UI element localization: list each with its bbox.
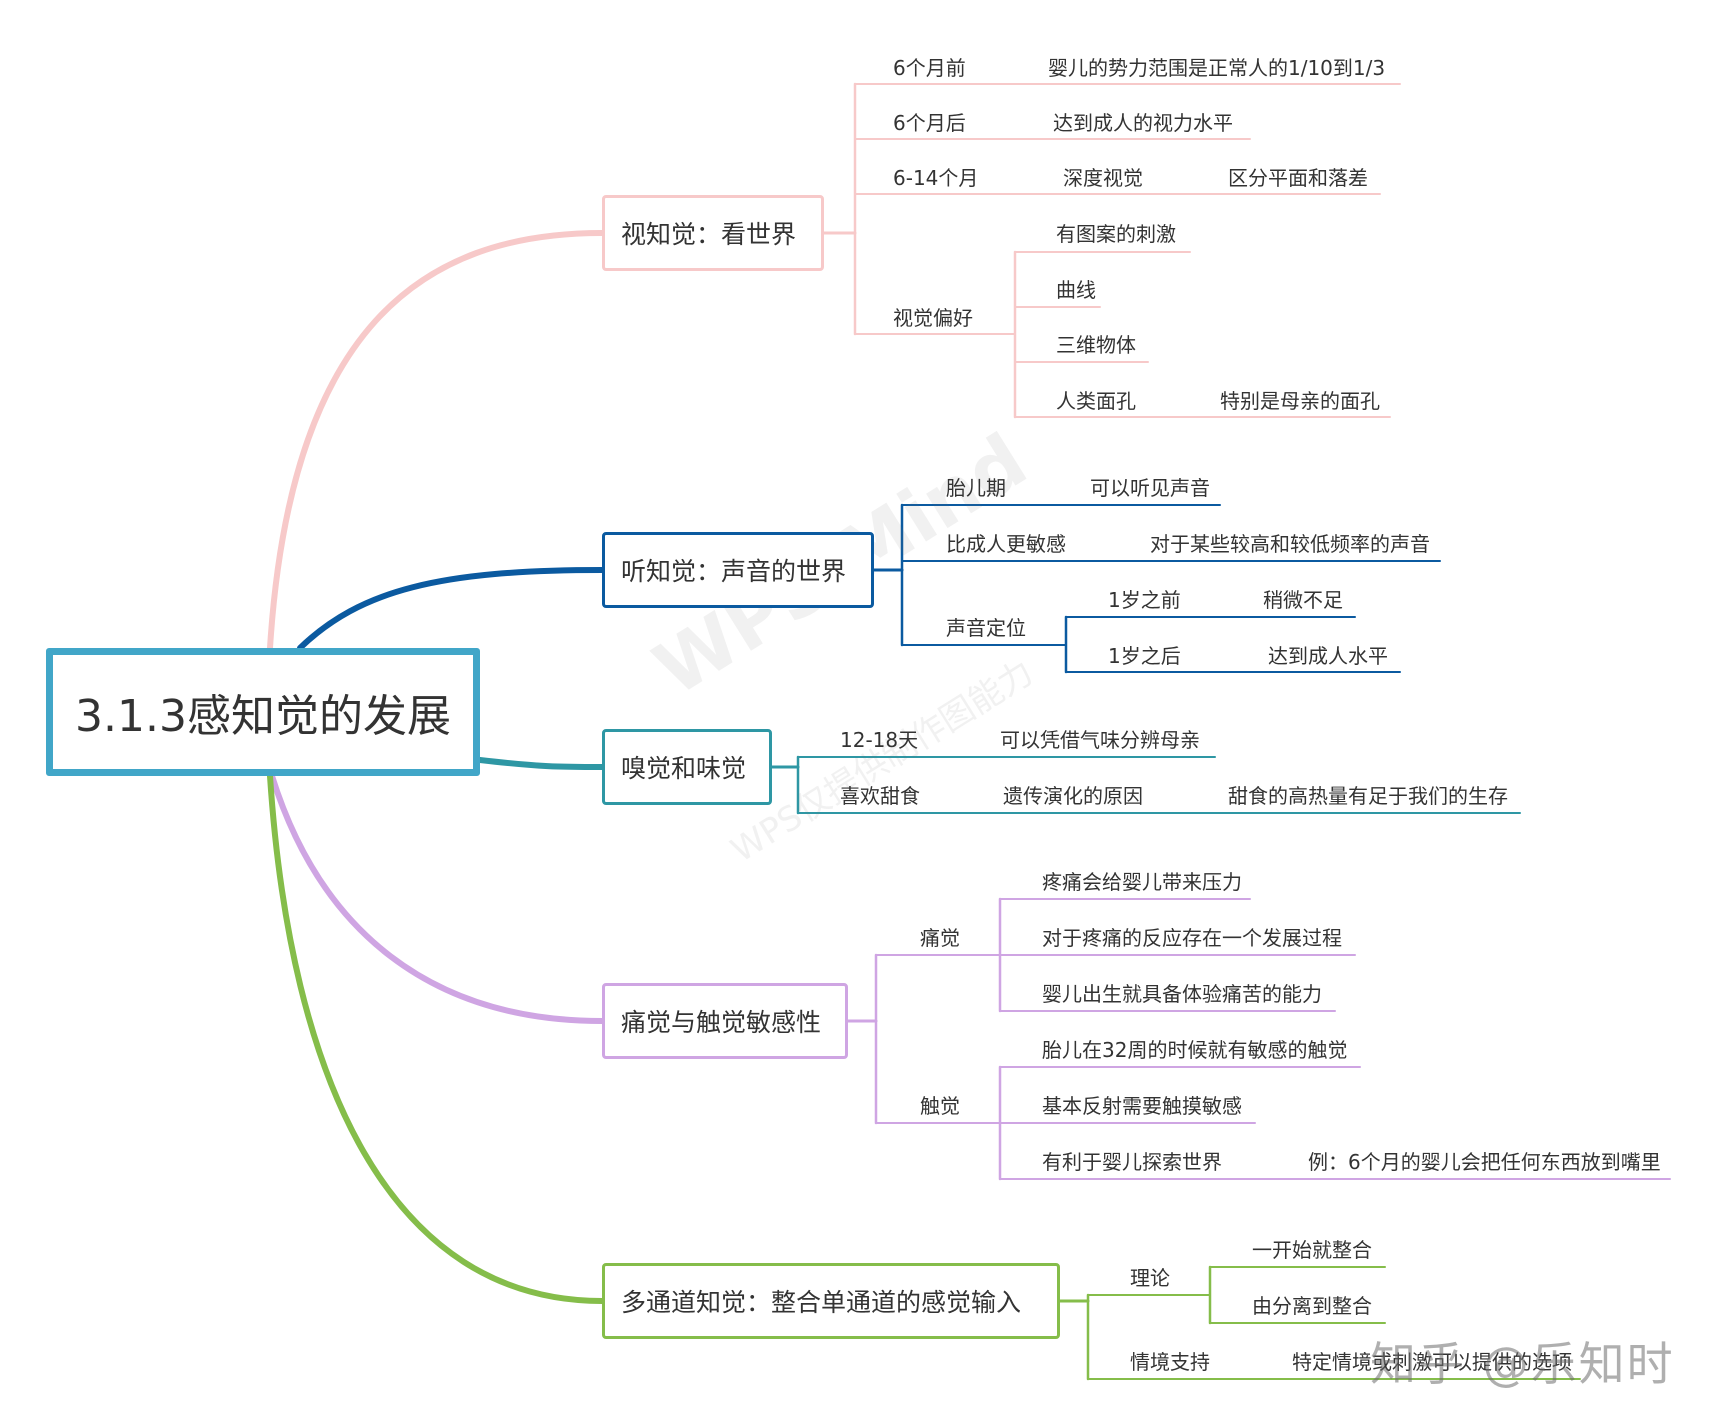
root-node[interactable]: 3.1.3感知觉的发展 xyxy=(46,648,480,776)
topic-label[interactable]: 婴儿出生就具备体验痛苦的能力 xyxy=(1042,982,1322,1006)
topic-label[interactable]: 胎儿期 xyxy=(946,476,1006,500)
topic-label[interactable]: 1岁之前 xyxy=(1108,588,1181,612)
root-to-branch-curve xyxy=(269,773,605,1024)
topic-label[interactable]: 三维物体 xyxy=(1056,333,1136,357)
topic-label[interactable]: 6-14个月 xyxy=(893,166,979,190)
topic-label[interactable]: 6个月前 xyxy=(893,56,966,80)
branch-node-vision[interactable]: 视知觉：看世界 xyxy=(602,195,824,271)
root-to-branch-curve xyxy=(267,773,605,1304)
branch-node-label: 嗅觉和味觉 xyxy=(621,754,747,783)
branch-node-smell-taste[interactable]: 嗅觉和味觉 xyxy=(602,729,772,805)
branch-node-multichannel[interactable]: 多通道知觉：整合单通道的感觉输入 xyxy=(602,1263,1060,1339)
topic-label[interactable]: 痛觉 xyxy=(920,926,960,950)
topic-label[interactable]: 比成人更敏感 xyxy=(946,532,1066,556)
root-to-branch-curve xyxy=(267,230,605,651)
topic-label[interactable]: 视觉偏好 xyxy=(893,306,973,330)
topic-label[interactable]: 特定情境或刺激可以提供的选项 xyxy=(1292,1350,1572,1374)
root-node-label: 3.1.3感知觉的发展 xyxy=(75,691,451,742)
topic-label[interactable]: 曲线 xyxy=(1056,278,1096,302)
topic-label[interactable]: 甜食的高热量有足于我们的生存 xyxy=(1228,784,1508,808)
topic-label[interactable]: 对于某些较高和较低频率的声音 xyxy=(1150,532,1430,556)
topic-label[interactable]: 对于疼痛的反应存在一个发展过程 xyxy=(1042,926,1342,950)
topic-label[interactable]: 可以凭借气味分辨母亲 xyxy=(1000,728,1200,752)
topic-label[interactable]: 深度视觉 xyxy=(1063,166,1143,190)
branch-node-pain-touch[interactable]: 痛觉与触觉敏感性 xyxy=(602,983,848,1059)
topic-label[interactable]: 达到成人的视力水平 xyxy=(1053,111,1233,135)
topic-label[interactable]: 有图案的刺激 xyxy=(1056,222,1176,246)
topic-label[interactable]: 例：6个月的婴儿会把任何东西放到嘴里 xyxy=(1308,1150,1661,1174)
topic-label[interactable]: 婴儿的势力范围是正常人的1/10到1/3 xyxy=(1048,56,1386,80)
topic-label[interactable]: 区分平面和落差 xyxy=(1228,166,1368,190)
topic-label[interactable]: 遗传演化的原因 xyxy=(1003,784,1143,808)
topic-label[interactable]: 声音定位 xyxy=(946,616,1026,640)
branch-node-label: 多通道知觉：整合单通道的感觉输入 xyxy=(621,1288,1022,1317)
branch-node-label: 痛觉与触觉敏感性 xyxy=(621,1008,822,1037)
topic-label[interactable]: 理论 xyxy=(1130,1266,1170,1290)
topic-label[interactable]: 6个月后 xyxy=(893,111,966,135)
topic-label[interactable]: 可以听见声音 xyxy=(1090,476,1210,500)
branch-node-hearing[interactable]: 听知觉：声音的世界 xyxy=(602,532,874,608)
topic-label[interactable]: 1岁之后 xyxy=(1108,644,1181,668)
topic-label[interactable]: 疼痛会给婴儿带来压力 xyxy=(1042,870,1242,894)
topic-label[interactable]: 人类面孔 xyxy=(1056,389,1136,413)
topic-label[interactable]: 12-18天 xyxy=(840,728,919,752)
topic-label[interactable]: 基本反射需要触摸敏感 xyxy=(1042,1094,1242,1118)
topic-label[interactable]: 触觉 xyxy=(920,1094,960,1118)
root-to-branch-curve xyxy=(477,757,605,770)
topic-label[interactable]: 情境支持 xyxy=(1130,1350,1210,1374)
branch-node-label: 视知觉：看世界 xyxy=(621,220,797,249)
topic-label[interactable]: 喜欢甜食 xyxy=(840,784,920,808)
topic-label[interactable]: 有利于婴儿探索世界 xyxy=(1042,1150,1222,1174)
topic-label[interactable]: 一开始就整合 xyxy=(1252,1238,1372,1262)
topic-label[interactable]: 由分离到整合 xyxy=(1252,1294,1372,1318)
root-to-branch-curve xyxy=(297,567,605,651)
branch-node-label: 听知觉：声音的世界 xyxy=(621,557,847,586)
topic-label[interactable]: 稍微不足 xyxy=(1263,588,1343,612)
topic-label[interactable]: 胎儿在32周的时候就有敏感的触觉 xyxy=(1042,1038,1348,1062)
topic-label[interactable]: 特别是母亲的面孔 xyxy=(1220,389,1380,413)
credit-watermark: 知乎 @乐知时 xyxy=(1370,1337,1675,1391)
topic-label[interactable]: 达到成人水平 xyxy=(1268,644,1388,668)
